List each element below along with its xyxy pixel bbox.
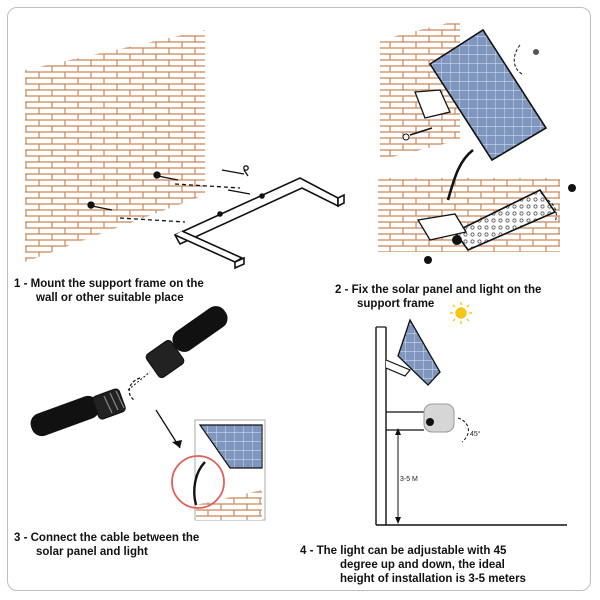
step4-line1: 4 - The light can be adjustable with 45 bbox=[300, 545, 507, 557]
solar-panel bbox=[428, 28, 548, 162]
step2-line1: 2 - Fix the solar panel and light on the bbox=[335, 284, 542, 296]
bracket bbox=[173, 177, 345, 270]
brick-wall-top bbox=[380, 20, 460, 160]
height-label: 3-5 M bbox=[400, 476, 418, 483]
step2-line2: support frame bbox=[357, 298, 435, 310]
step3-caption: 3 - Connect the cable between the solar … bbox=[14, 531, 199, 559]
brick-wall bbox=[25, 30, 205, 262]
led-light bbox=[453, 188, 557, 251]
screw-icon bbox=[87, 165, 251, 223]
side-solar-panel bbox=[397, 318, 441, 386]
highlight-circle bbox=[171, 455, 225, 509]
instruction-card bbox=[7, 7, 591, 591]
step4-line2: degree up and down, the ideal bbox=[340, 559, 505, 571]
step1-line1: 1 - Mount the support frame on the bbox=[14, 278, 204, 290]
step3-line2: solar panel and light bbox=[36, 546, 148, 558]
step1-caption: 1 - Mount the support frame on the wall … bbox=[14, 277, 204, 305]
rotate-arrow-icon bbox=[128, 377, 141, 401]
sun-icon bbox=[450, 302, 472, 324]
connector-male bbox=[30, 388, 126, 437]
step1-line2: wall or other suitable place bbox=[36, 292, 184, 304]
step4-illustration: 45° 3-5 M bbox=[375, 302, 567, 526]
step2-caption: 2 - Fix the solar panel and light on the… bbox=[335, 283, 541, 311]
step1-illustration bbox=[25, 30, 345, 270]
connector-female bbox=[145, 306, 228, 379]
step2-illustration bbox=[378, 20, 576, 264]
inset-solar-panel bbox=[198, 424, 263, 469]
brick-wall-bottom bbox=[378, 178, 560, 252]
step3-illustration bbox=[30, 306, 266, 521]
pole bbox=[375, 327, 387, 525]
step4-caption: 4 - The light can be adjustable with 45 … bbox=[300, 544, 526, 586]
step4-line3: height of installation is 3-5 meters bbox=[340, 573, 526, 585]
step3-line1: 3 - Connect the cable between the bbox=[14, 532, 200, 544]
angle-label: 45° bbox=[470, 430, 481, 438]
